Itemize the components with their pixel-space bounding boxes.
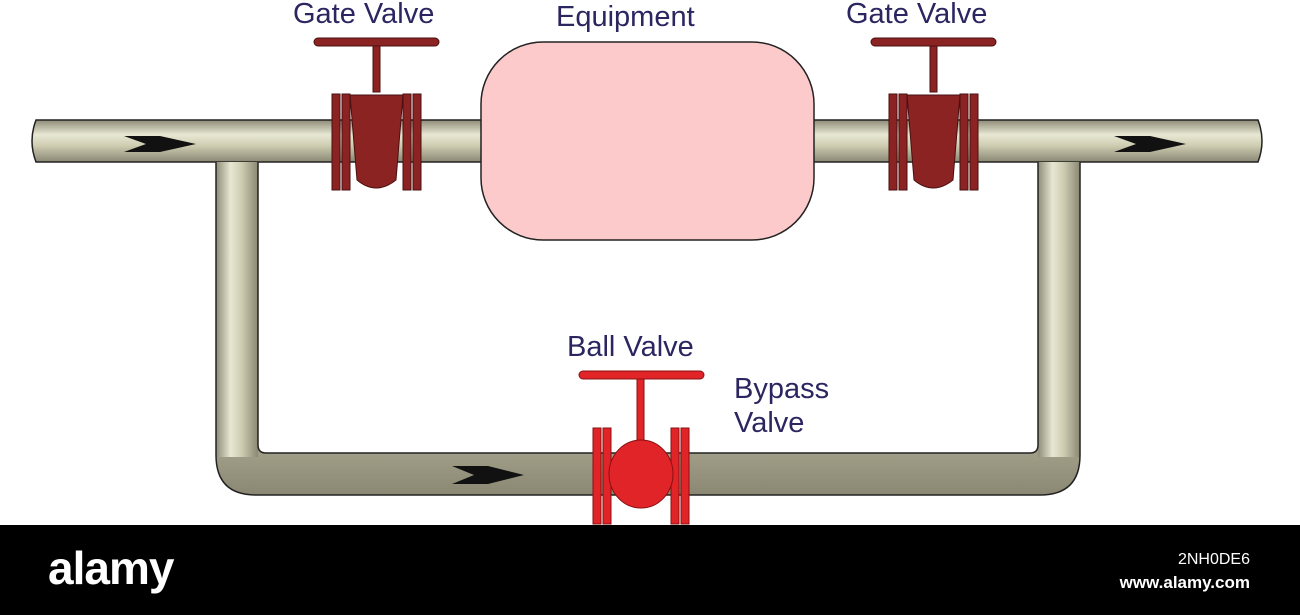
bypass-label-line2: Valve [734, 407, 805, 439]
gate-valve-right-label: Gate Valve [846, 0, 988, 30]
flow-arrow-outlet-icon [1114, 136, 1186, 152]
gate-valve-left-label: Gate Valve [293, 0, 435, 30]
footer-image-id: 2NH0DE6 [1177, 551, 1250, 568]
footer-url: www.alamy.com [1119, 573, 1250, 592]
ball-valve-label: Ball Valve [567, 331, 694, 363]
bypass-pipe [215, 162, 1081, 496]
watermark-footer-bar: alamy 2NH0DE6 www.alamy.com [0, 525, 1300, 615]
equipment-label: Equipment [556, 1, 695, 33]
footer-logo: alamy [48, 542, 174, 594]
bypass-valve-label: Bypass Valve [734, 372, 829, 440]
bypass-piping-diagram [31, 37, 1263, 525]
bypass-label-line1: Bypass [734, 373, 830, 405]
gate-valve-right-icon [870, 37, 997, 191]
ball-valve-icon [578, 370, 705, 525]
flow-arrow-inlet-icon [124, 136, 196, 152]
gate-valve-left-icon [313, 37, 440, 191]
equipment-vessel [480, 41, 815, 241]
flow-arrow-bypass-icon [452, 466, 524, 484]
